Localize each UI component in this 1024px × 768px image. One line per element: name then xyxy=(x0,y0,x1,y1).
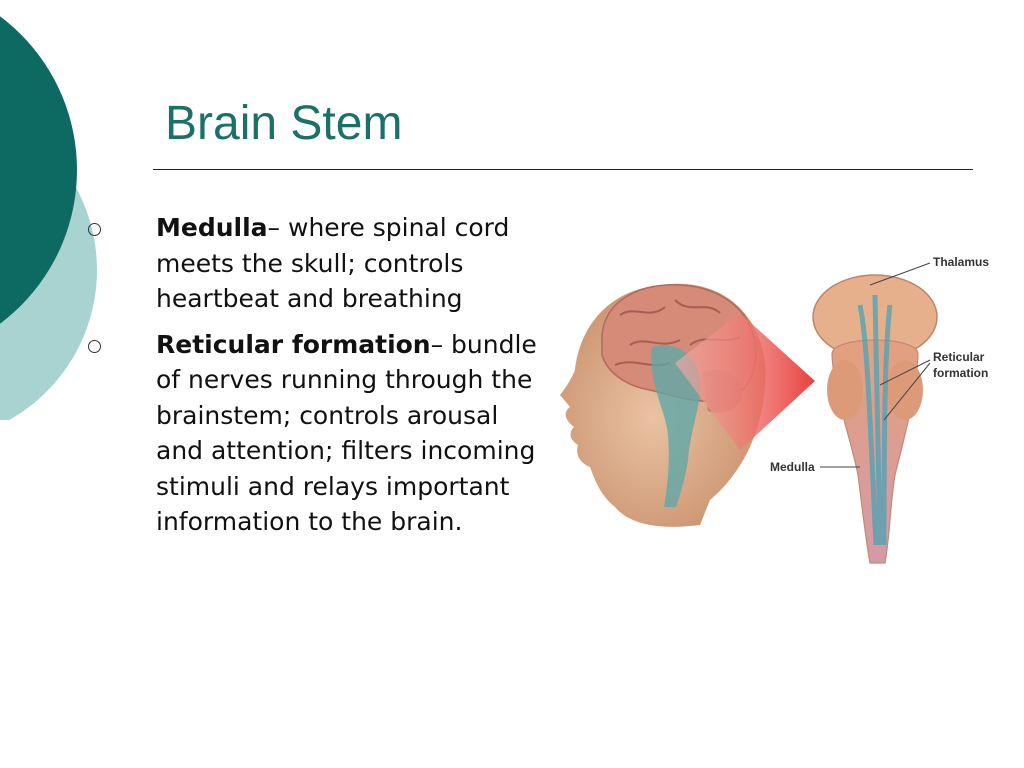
decorative-circles xyxy=(0,16,97,420)
label-reticular-line2: formation xyxy=(933,366,988,380)
title-divider xyxy=(153,169,973,170)
bullet-list: Medulla– where spinal cord meets the sku… xyxy=(88,210,538,550)
reticular-leader-1 xyxy=(879,359,931,386)
thalamus-leader xyxy=(869,262,931,286)
dark-teal-circle xyxy=(0,16,77,324)
brain-folds xyxy=(614,299,741,367)
bullet-reticular-formation: Reticular formation– bundle of nerves ru… xyxy=(88,327,538,540)
brain-stem-illustration: Thalamus Reticular formation Medulla xyxy=(560,255,989,564)
bullet-term: Reticular formation xyxy=(156,329,431,359)
slide-title: Brain Stem xyxy=(165,97,403,150)
stem-lobe-right xyxy=(887,360,923,420)
pointer-arrow xyxy=(675,313,815,450)
label-thalamus: Thalamus xyxy=(933,255,989,269)
label-medulla: Medulla xyxy=(770,460,815,474)
brainstem-highlight xyxy=(651,345,701,507)
circle-bullet-icon xyxy=(88,223,101,236)
bullet-term: Medulla xyxy=(156,213,268,242)
bullet-text: – where spinal cord meets the skull; con… xyxy=(156,213,510,313)
reticular-leader-2 xyxy=(883,362,931,421)
circle-bullet-icon xyxy=(88,339,101,353)
reticular-fibers xyxy=(857,294,893,546)
label-reticular-line1: Reticular xyxy=(933,350,985,364)
stem-lobe-left xyxy=(827,360,863,420)
bullet-medulla: Medulla– where spinal cord meets the sku… xyxy=(88,210,538,317)
bullet-text: – bundle of nerves running through the b… xyxy=(156,329,537,537)
